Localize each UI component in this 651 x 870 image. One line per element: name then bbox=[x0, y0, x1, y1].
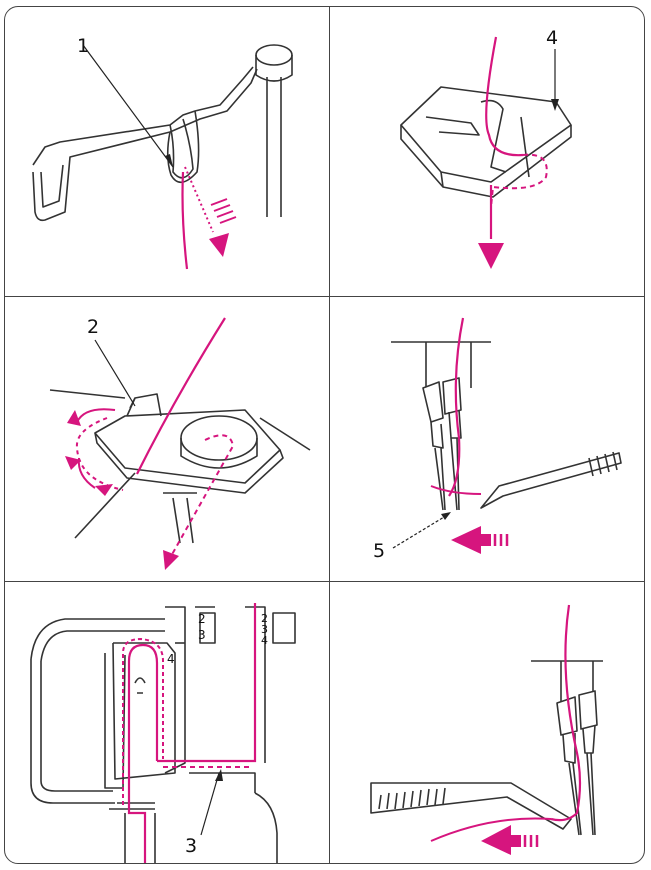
panel-needle-threading: 5 bbox=[331, 298, 645, 581]
diagram-frame: 1 4 bbox=[4, 6, 645, 864]
callout-2: 2 bbox=[87, 318, 99, 337]
panel-thread-path: 3 2 3 4 2 3 4 bbox=[5, 583, 329, 864]
thread-guide-illustration bbox=[5, 7, 329, 296]
callout-1: 1 bbox=[77, 37, 89, 56]
needle-threading-illustration bbox=[331, 298, 645, 581]
dial-label-a1: 2 bbox=[198, 613, 206, 625]
dial-label-b3: 4 bbox=[261, 635, 268, 646]
thread-path-illustration bbox=[5, 583, 329, 864]
dial-label-a2: 3 bbox=[198, 629, 206, 641]
panel-presser-foot: 4 bbox=[331, 7, 645, 296]
callout-4: 4 bbox=[546, 29, 558, 48]
panel-thread-guide: 1 bbox=[5, 7, 329, 296]
tension-disc-illustration bbox=[5, 298, 329, 581]
callout-3: 3 bbox=[185, 837, 197, 856]
callout-5: 5 bbox=[373, 542, 385, 561]
presser-foot-illustration bbox=[331, 7, 645, 296]
panel-tension-disc: 2 bbox=[5, 298, 329, 581]
pull-thread-illustration bbox=[331, 583, 645, 864]
dial-label-a3: 4 bbox=[167, 653, 175, 665]
panel-pull-thread bbox=[331, 583, 645, 864]
